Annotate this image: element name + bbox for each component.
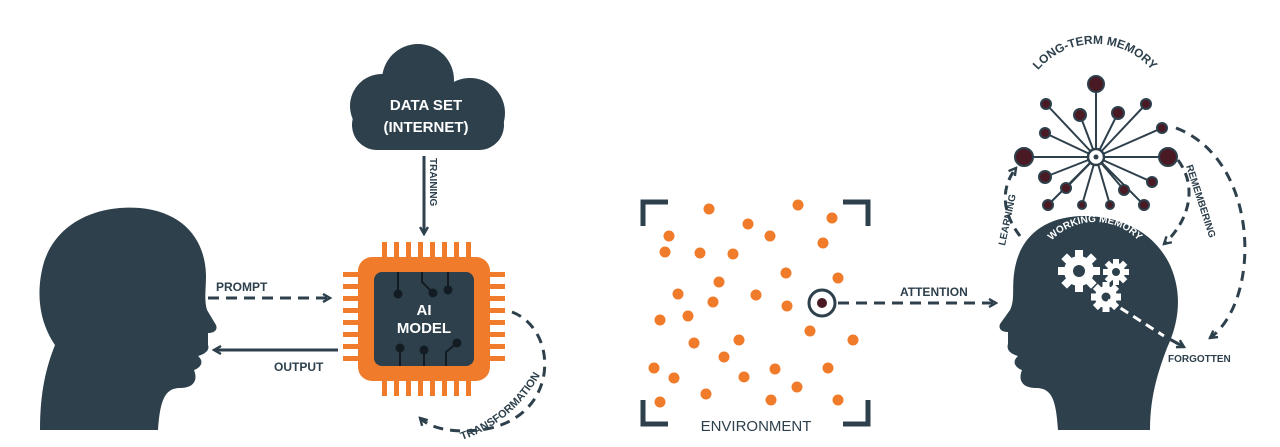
forgotten-arrow-inner <box>1107 298 1165 338</box>
gear-icon <box>1058 250 1129 312</box>
central-node-icon <box>1086 147 1106 167</box>
environment-frame <box>640 199 871 427</box>
chip-icon <box>343 242 505 396</box>
training-label: TRAINING <box>427 158 438 207</box>
attention-label: ATTENTION <box>900 285 968 299</box>
dataset-label: DATA SET <box>390 97 462 114</box>
dataset-sublabel: (INTERNET) <box>384 119 469 136</box>
prompt-label: PROMPT <box>216 280 268 294</box>
environment-particles <box>648 199 859 408</box>
target-icon <box>807 288 837 318</box>
transformation-arrow <box>420 310 547 433</box>
long-term-memory-label: LONG-TERM MEMORY <box>1030 33 1160 73</box>
forgotten-label: FORGOTTEN <box>1168 354 1231 365</box>
environment-label: ENVIRONMENT <box>701 418 812 435</box>
output-label: OUTPUT <box>274 360 324 374</box>
cloud-icon <box>350 44 505 150</box>
forgotten-arrow <box>1163 334 1184 347</box>
model-label: MODEL <box>397 320 451 337</box>
left-head-icon <box>39 207 217 430</box>
learning-arrow <box>1003 168 1022 237</box>
ai-label: AI <box>417 302 432 319</box>
remembering-arrow <box>1164 159 1191 244</box>
right-head-icon <box>999 215 1178 430</box>
learning-label: LEARNING <box>997 193 1019 247</box>
remembering-label: REMEMBERING <box>1183 164 1217 240</box>
